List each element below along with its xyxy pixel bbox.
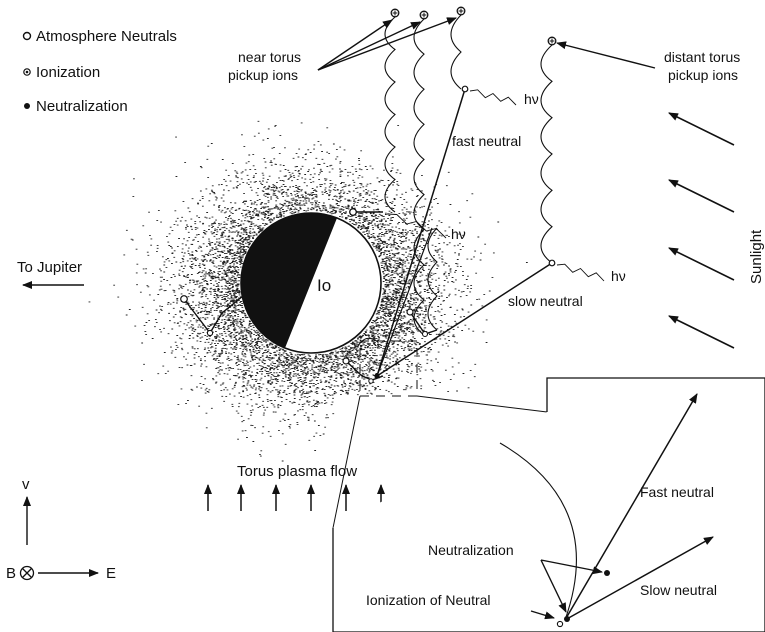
distant-torus-arrow xyxy=(557,43,655,68)
neutralization-marker-icon xyxy=(24,103,30,109)
io-label: Io xyxy=(317,276,331,295)
coordinate-axes: v B E xyxy=(6,476,116,582)
pickup-ion-markers xyxy=(391,7,556,45)
inset-neutralization-point-2 xyxy=(564,616,570,622)
hv-label-2: hν xyxy=(451,226,466,242)
io-moon: Io xyxy=(241,213,381,353)
near-torus-arrow-1 xyxy=(318,20,392,70)
b-into-page-icon xyxy=(21,567,34,580)
to-jupiter-indicator: To Jupiter xyxy=(17,259,84,285)
distant-torus-label-line2: pickup ions xyxy=(668,67,738,83)
torus-flow-label: Torus plasma flow xyxy=(237,463,357,480)
near-torus-pickup-ions-annotation: near torus pickup ions xyxy=(228,18,456,83)
near-torus-label-line2: pickup ions xyxy=(228,67,298,83)
torus-plasma-flow: Torus plasma flow xyxy=(208,463,381,511)
axis-b-label: B xyxy=(6,565,16,582)
sunlight-label: Sunlight xyxy=(748,229,765,284)
inset-zoom-panel: Fast neutral Slow neutral Neutralization… xyxy=(333,378,765,632)
legend-item-atmosphere-neutrals: Atmosphere Neutrals xyxy=(24,28,177,45)
torus-flow-arrows xyxy=(208,485,381,511)
legend: Atmosphere Neutrals Ionization Neutraliz… xyxy=(24,28,177,115)
near-torus-arrow-2 xyxy=(318,22,420,70)
axis-v-label: v xyxy=(22,476,30,493)
atmosphere-neutral-marker-icon xyxy=(24,33,31,40)
legend-label-neutralization: Neutralization xyxy=(36,98,128,115)
near-torus-label-line1: near torus xyxy=(238,49,301,65)
axis-e-label: E xyxy=(106,565,116,582)
legend-item-neutralization: Neutralization xyxy=(24,98,128,115)
inset-ionization-point xyxy=(557,621,562,626)
distant-torus-pickup-ions-annotation: distant torus pickup ions xyxy=(557,43,740,83)
inset-fast-neutral-label: Fast neutral xyxy=(640,484,714,500)
inset-neutralization-point xyxy=(604,570,610,576)
fast-neutral-label: fast neutral xyxy=(452,133,521,149)
photon-wave-3 xyxy=(557,264,604,281)
slow-neutral-label: slow neutral xyxy=(508,293,583,309)
hv-label-1: hν xyxy=(524,91,539,107)
legend-label-ionization: Ionization xyxy=(36,64,100,81)
legend-label-atmosphere-neutrals: Atmosphere Neutrals xyxy=(36,28,177,45)
hv-label-3: hν xyxy=(611,268,626,284)
legend-item-ionization: Ionization xyxy=(24,64,100,81)
photon-wave-1 xyxy=(470,90,516,105)
sunlight-arrows: Sunlight xyxy=(669,113,765,348)
inset-slow-neutral-label: Slow neutral xyxy=(640,582,717,598)
inset-ionization-label: Ionization of Neutral xyxy=(366,592,491,608)
inset-neutralization-label: Neutralization xyxy=(428,542,514,558)
to-jupiter-label: To Jupiter xyxy=(17,259,82,276)
distant-torus-label-line1: distant torus xyxy=(664,49,740,65)
